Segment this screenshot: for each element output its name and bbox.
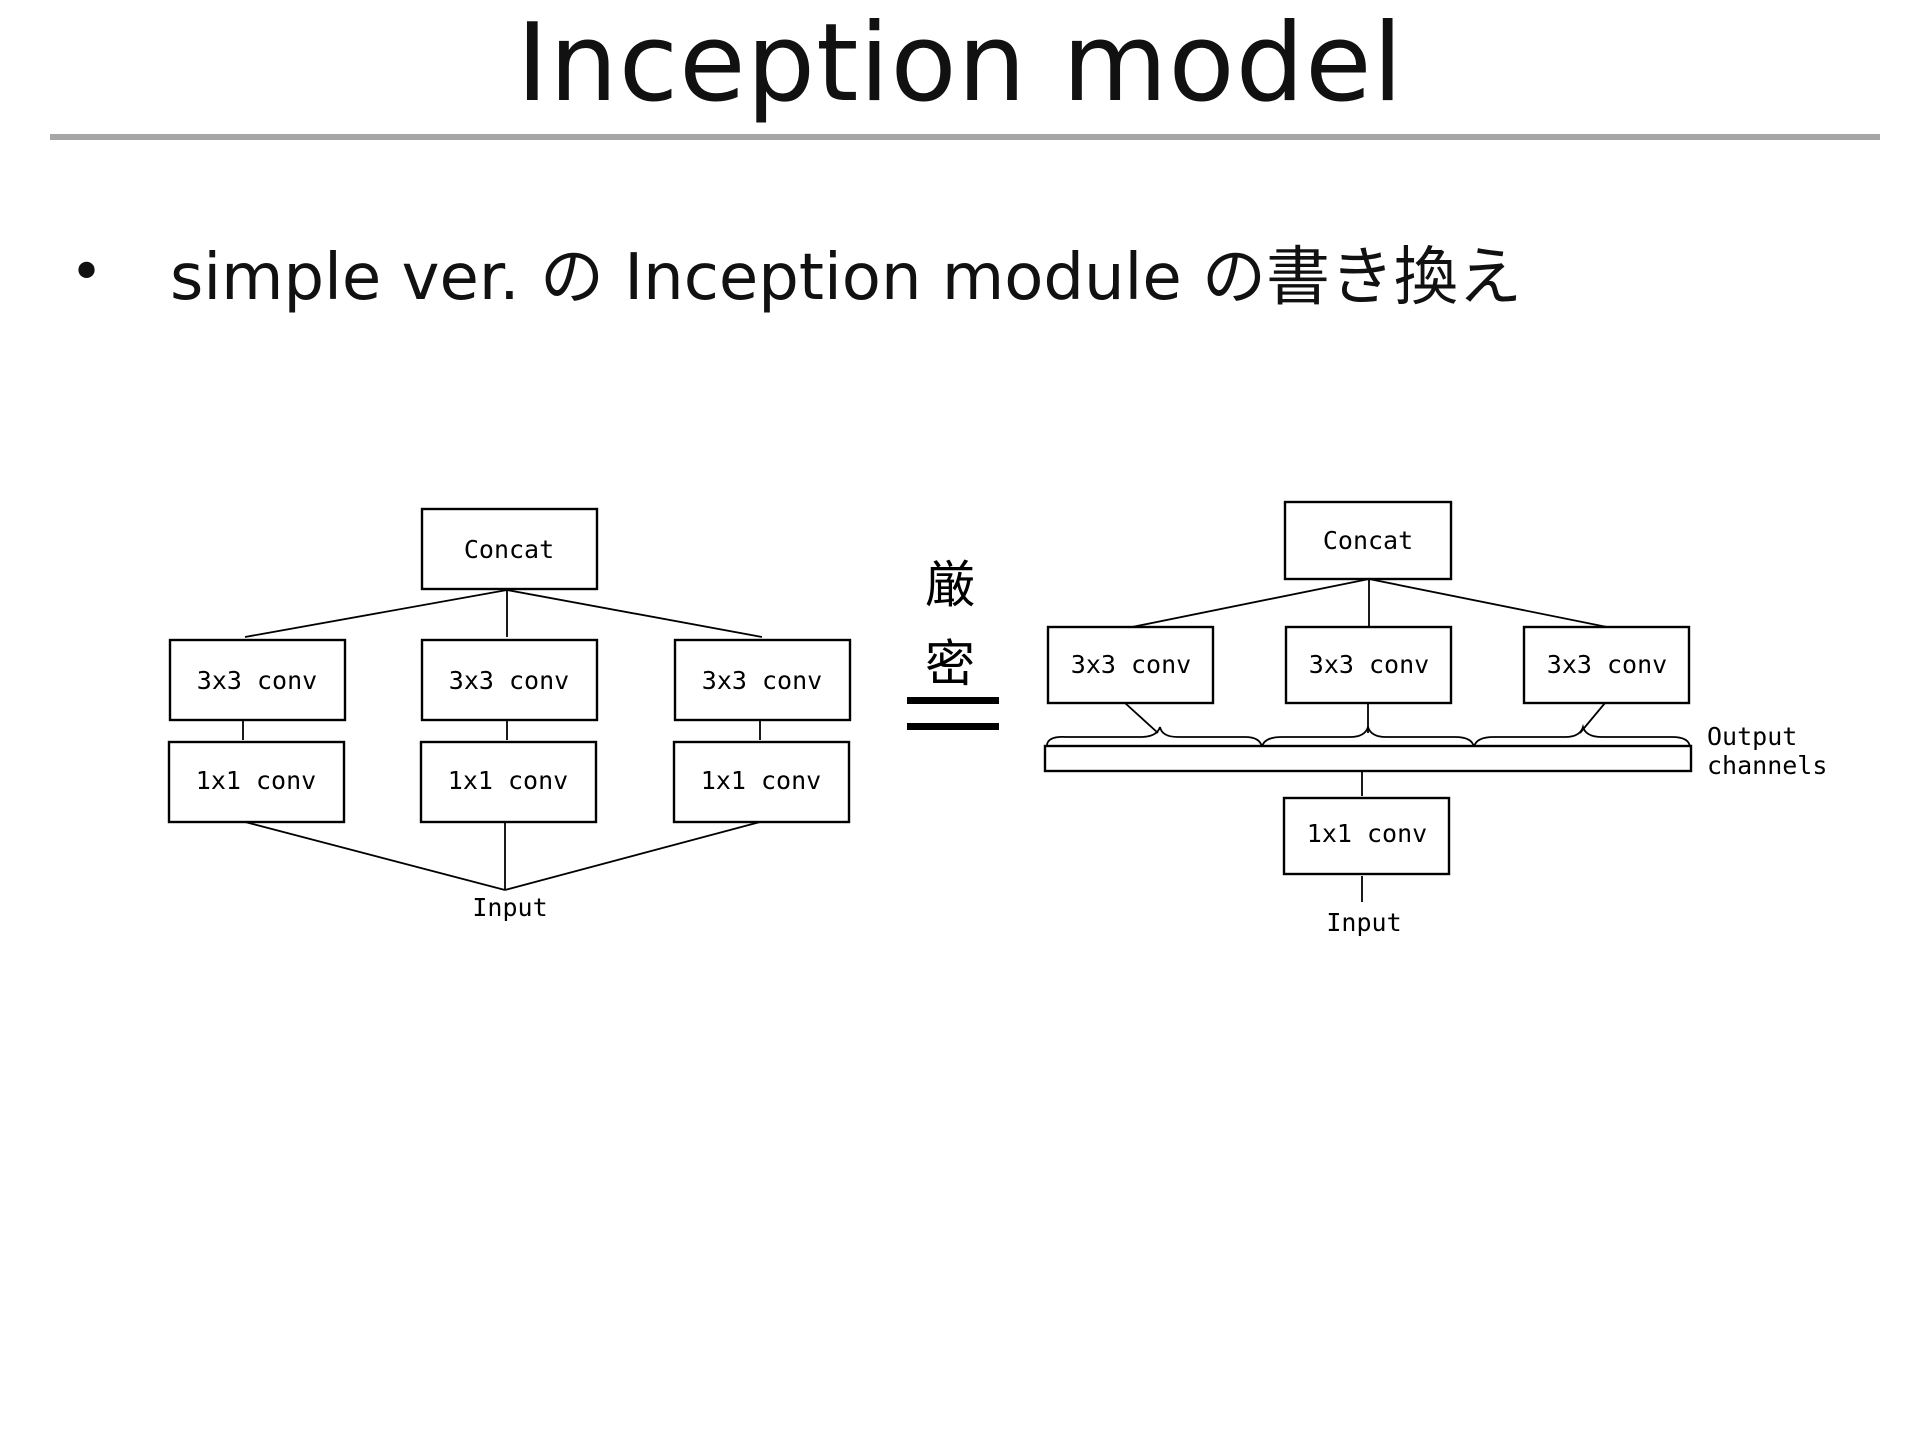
slide-title: Inception model (516, 1, 1404, 126)
left-branch2-1x1-label: 1x1 conv (448, 766, 568, 795)
right-conv2-box (1284, 625, 1453, 705)
right-conv1-box (1046, 625, 1215, 705)
left-concat-box (420, 507, 599, 591)
bullet-item: • simple ver. の Inception module の書き換え (70, 232, 1522, 316)
left-branch3-1x1-label: 1x1 conv (701, 766, 821, 795)
right-link-concat-conv3 (1368, 578, 1608, 628)
left-input-label: Input (472, 893, 547, 922)
right-reduce-label: 1x1 conv (1307, 819, 1427, 848)
left-branch1-1x1-label: 1x1 conv (196, 766, 316, 795)
right-conv1-label: 3x3 conv (1071, 650, 1191, 679)
left-concat-label: Concat (464, 535, 554, 564)
left-link-input-branch1 (244, 821, 506, 891)
left-branch1-3x3-box (168, 638, 347, 722)
left-branch2-3x3-box (420, 638, 599, 722)
title-divider (50, 134, 1880, 140)
left-branch3-3x3-box (673, 638, 852, 722)
right-output-label-2: channels (1707, 751, 1827, 780)
left-diagram: Concat 3x3 conv 1x1 conv 3x3 conv 1x1 co… (167, 507, 852, 922)
left-branch2-3x3-label: 3x3 conv (449, 666, 569, 695)
equivalence-sign: 厳 密 (907, 556, 999, 730)
left-link-concat-branch3 (506, 589, 763, 638)
right-link-concat-conv1 (1131, 578, 1370, 628)
equals-bar-top (907, 697, 999, 704)
left-link-input-branch3 (504, 821, 761, 891)
right-concat-label: Concat (1323, 526, 1413, 555)
left-branch3-1x1-box (672, 740, 851, 824)
right-reduce-box (1282, 796, 1451, 876)
right-output-channels-bar (1043, 744, 1693, 773)
left-branch1-1x1-box (167, 740, 346, 824)
bullet-marker: • (70, 239, 104, 305)
right-conv3-box (1522, 625, 1691, 705)
right-diagram: Output channels Concat 3x3 conv 3x3 conv… (1043, 500, 1827, 937)
right-concat-box (1283, 500, 1453, 581)
equals-bar-bottom (907, 723, 999, 730)
right-conv3-label: 3x3 conv (1547, 650, 1667, 679)
left-branch3-3x3-label: 3x3 conv (702, 666, 822, 695)
right-brace-2 (1261, 723, 1475, 748)
right-input-label: Input (1326, 908, 1401, 937)
bullet-text: simple ver. の Inception module の書き換え (170, 241, 1523, 315)
right-brace-1 (1046, 726, 1263, 748)
right-output-label-1: Output (1707, 722, 1797, 751)
equivalence-label-2: 密 (925, 635, 975, 693)
left-branch1-3x3-label: 3x3 conv (197, 666, 317, 695)
right-brace-3 (1473, 723, 1691, 748)
equivalence-label-1: 厳 (925, 556, 975, 614)
right-link-conv1-brace (1124, 702, 1159, 734)
left-link-concat-branch1 (244, 589, 508, 638)
left-branch2-1x1-box (419, 740, 598, 824)
right-conv2-label: 3x3 conv (1309, 650, 1429, 679)
